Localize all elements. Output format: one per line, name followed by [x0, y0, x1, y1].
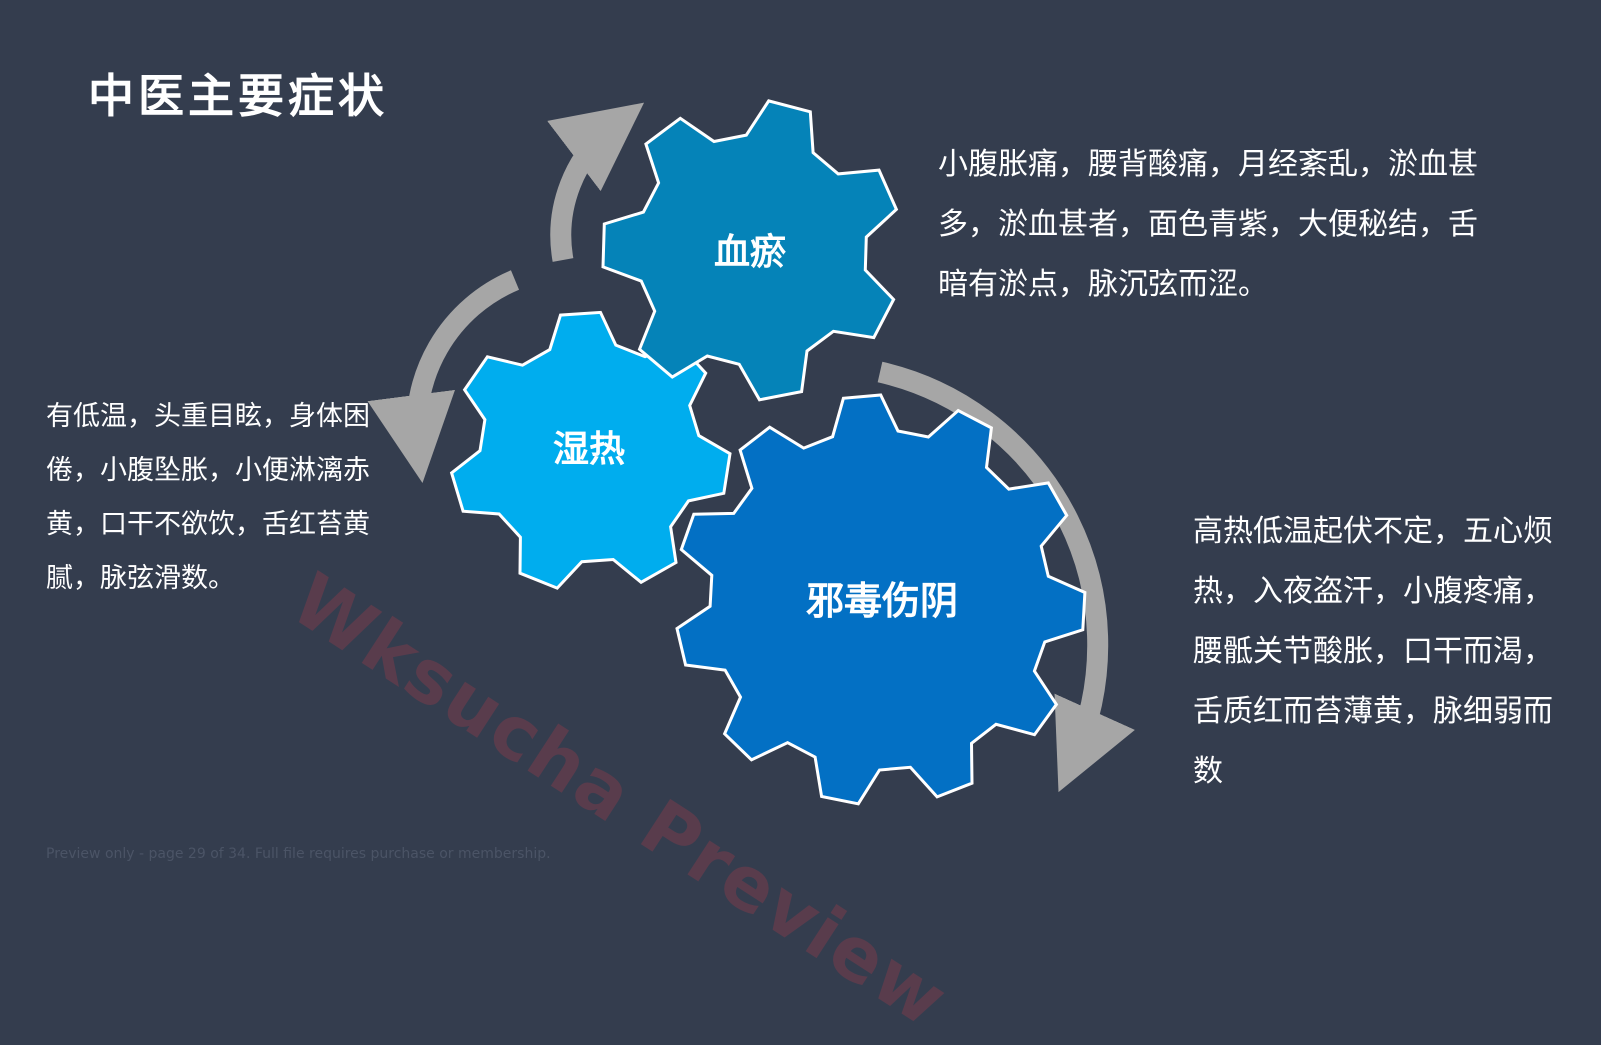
page-title: 中医主要症状	[88, 69, 388, 123]
cycle-arrow-right	[877, 361, 1135, 793]
cycle-arrow-left	[367, 270, 520, 483]
bloodstasis-description: 小腹胀痛，腰背酸痛，月经紊乱，淤血甚多，淤血甚者，面色青紫，大便秘结，舌暗有淤点…	[938, 147, 1478, 302]
toxin-description: 高热低温起伏不定，五心烦热，入夜盗汗，小腹疼痛，腰骶关节酸胀，口干而渴，舌质红而…	[1193, 514, 1553, 789]
cycle-arrow-top	[547, 102, 645, 262]
dampheat-description: 有低温，头重目眩，身体困倦，小腹坠胀，小便淋漓赤黄，口干不欲饮，舌红苔黄腻，脉弦…	[46, 401, 370, 594]
gear-blood-stasis	[601, 99, 899, 402]
gear-cycle-diagram: 血瘀 湿热 邪毒伤阴	[367, 99, 1135, 806]
gear-toxin-damaging-yin	[675, 393, 1087, 806]
gear-label-toxin: 邪毒伤阴	[806, 579, 958, 623]
gear-damp-heat	[449, 310, 732, 590]
gear-label-dampheat: 湿热	[553, 429, 625, 470]
preview-footer-note: Preview only - page 29 of 34. Full file …	[46, 846, 551, 862]
gear-label-bloodstasis: 血瘀	[714, 231, 786, 273]
